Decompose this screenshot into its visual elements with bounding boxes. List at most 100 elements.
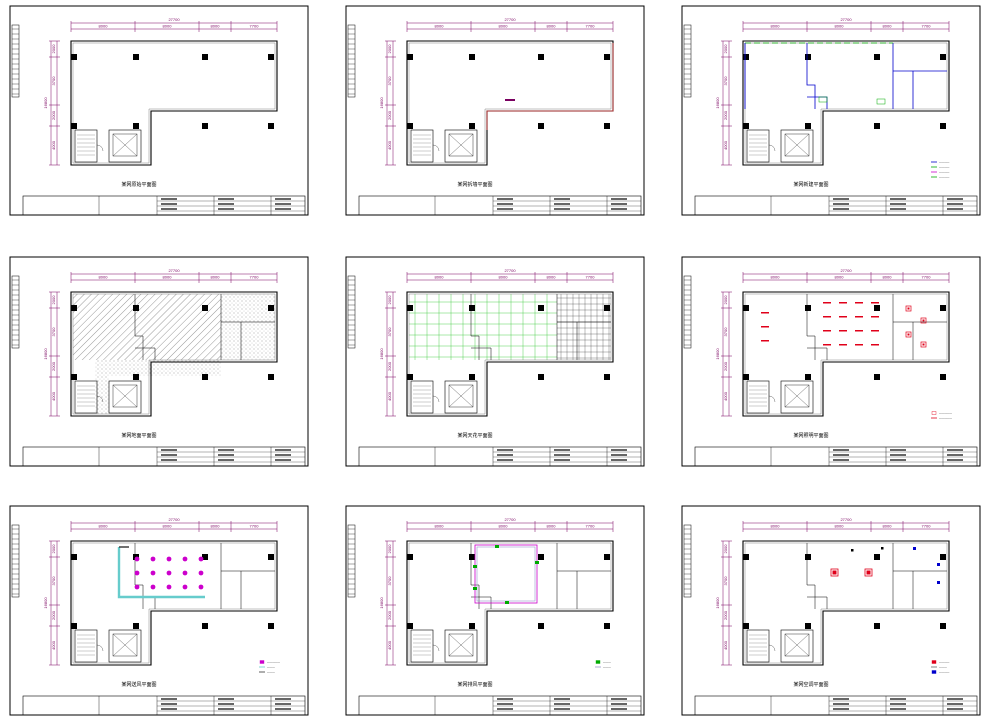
dim-left-segment-label: 4000 xyxy=(723,391,728,401)
structural-column xyxy=(874,554,880,560)
dim-top-segment-label: 8000 xyxy=(99,275,109,280)
dim-top-segment-label: 8000 xyxy=(163,524,173,529)
title-block-text-mark xyxy=(611,698,627,700)
dim-top-segment-label: 8000 xyxy=(435,275,445,280)
air-diffuser xyxy=(198,584,204,590)
title-block-text-mark xyxy=(554,459,570,461)
legend: ——————————— xyxy=(931,660,950,674)
title-block-text-mark xyxy=(218,708,234,710)
downlight xyxy=(905,305,912,312)
air-diffuser xyxy=(166,570,172,576)
title-block-text-mark xyxy=(611,708,627,710)
dim-left-segment-label: 2000 xyxy=(387,610,392,620)
title-block-text-mark xyxy=(497,449,513,451)
door-swing xyxy=(768,144,776,152)
linear-light xyxy=(761,326,769,328)
core-area xyxy=(74,129,142,163)
title-block-text-mark xyxy=(218,454,234,456)
legend-label: ——— xyxy=(267,671,275,674)
title-block-text-mark xyxy=(611,208,627,210)
legend: ——————————— xyxy=(259,660,280,674)
title-block-text-mark xyxy=(833,203,849,205)
structural-column xyxy=(71,623,77,629)
left-strip xyxy=(347,275,356,349)
door-swing xyxy=(432,644,440,652)
legend-label: ———— xyxy=(939,176,950,179)
linear-light xyxy=(839,330,847,332)
structural-column xyxy=(940,54,946,60)
title-block-text-mark xyxy=(890,708,906,710)
door-swing xyxy=(432,144,440,152)
air-diffuser xyxy=(150,584,156,590)
legend-label: ————— xyxy=(939,412,952,415)
dim-top-total-label: 27700 xyxy=(840,268,852,273)
dim-left-segment-label: 2000 xyxy=(51,295,56,305)
exterior-wall-inner xyxy=(744,42,948,164)
structural-column xyxy=(805,305,811,311)
structural-column xyxy=(133,305,139,311)
dimension-lines xyxy=(49,21,278,166)
partition-walls xyxy=(806,543,947,609)
left-strip-frame xyxy=(347,275,356,349)
sheet-title: 某网天花平面图 xyxy=(457,432,492,439)
structural-column xyxy=(874,54,880,60)
elevator-cross xyxy=(784,633,810,657)
door-swing xyxy=(96,395,104,403)
dim-top-segment-label: 7700 xyxy=(586,24,596,29)
structural-column xyxy=(202,305,208,311)
title-block-frame xyxy=(358,446,642,467)
structural-column xyxy=(469,623,475,629)
structural-column xyxy=(71,374,77,380)
core-area xyxy=(410,129,478,163)
title-block-text-mark xyxy=(890,454,906,456)
title-block xyxy=(22,195,306,216)
title-block-text-mark xyxy=(833,703,849,705)
title-block-text-mark xyxy=(497,198,513,200)
dimension-lines xyxy=(721,272,950,417)
dim-left-segment-label: 2000 xyxy=(51,44,56,54)
exhaust-grilles xyxy=(473,545,539,604)
door-swing xyxy=(768,395,776,403)
title-block-text-mark xyxy=(275,449,291,451)
title-block-text-mark xyxy=(497,203,513,205)
sheet-title: 某网送风平面图 xyxy=(121,681,156,688)
stair-room xyxy=(746,129,770,163)
dim-top-segment-label: 8000 xyxy=(499,524,509,529)
dim-left-segment-label: 4000 xyxy=(51,640,56,650)
legend: ———————————————— xyxy=(931,161,950,179)
title-block-frame xyxy=(358,195,642,216)
title-block-text-mark xyxy=(218,198,234,200)
elevator-shaft xyxy=(108,129,142,163)
elevator-car xyxy=(112,633,138,657)
floor-stone-area xyxy=(221,294,275,360)
left-strip-frame xyxy=(347,524,356,598)
exhaust-grille xyxy=(535,561,539,564)
sheet-title: 某网原始平面图 xyxy=(121,181,156,188)
air-diffuser xyxy=(134,570,140,576)
left-strip-frame xyxy=(11,24,20,98)
door-swing xyxy=(432,395,440,403)
legend-label: ——— xyxy=(603,666,611,669)
elevator-cross xyxy=(784,133,810,157)
title-block-text-mark xyxy=(218,449,234,451)
dim-left-segment-label: 3700 xyxy=(387,327,392,337)
air-diffuser xyxy=(166,584,172,590)
elevator-car xyxy=(784,384,810,408)
left-strip-frame xyxy=(683,24,692,98)
exterior-wall xyxy=(406,291,614,417)
left-strip-frame xyxy=(347,24,356,98)
title-block-text-mark xyxy=(275,198,291,200)
title-block-text-mark xyxy=(890,203,906,205)
legend: —————————— xyxy=(931,411,952,420)
title-block-text-mark xyxy=(497,459,513,461)
air-diffuser xyxy=(198,556,204,562)
title-block-text-mark xyxy=(947,449,963,451)
title-block-text-mark xyxy=(833,208,849,210)
dim-top-segment-label: 8000 xyxy=(835,24,845,29)
